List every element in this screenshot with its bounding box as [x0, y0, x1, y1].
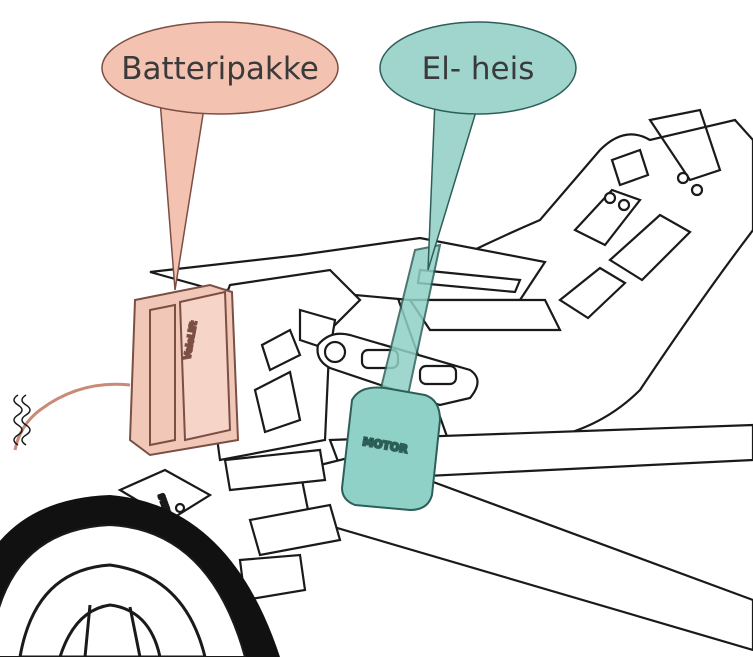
- callout-lift-label: El- heis: [422, 51, 535, 87]
- callout-battery-label: Batteripakke: [121, 51, 319, 87]
- callout-battery: Batteripakke: [102, 22, 338, 290]
- wheel: [0, 495, 280, 657]
- battery-pack: VeloLift: [15, 285, 238, 455]
- battery-cable: [15, 384, 130, 450]
